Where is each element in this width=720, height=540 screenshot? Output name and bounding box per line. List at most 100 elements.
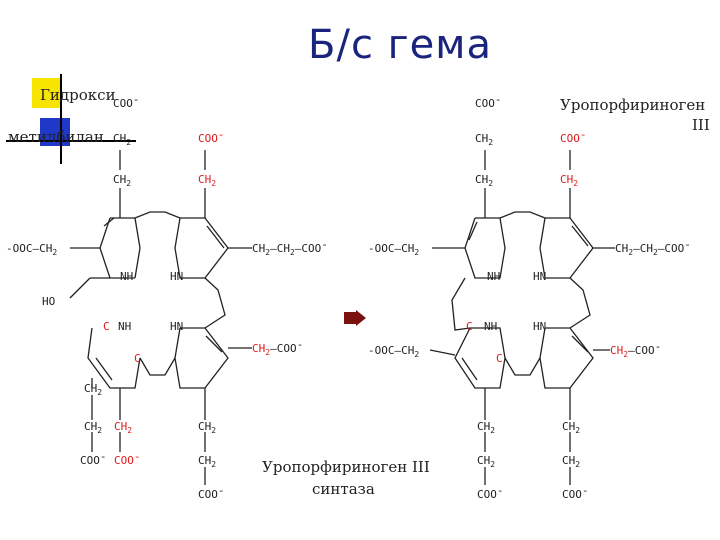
carbon-red: C: [134, 352, 141, 365]
chem-label: COO: [475, 97, 495, 110]
chem-label: 2: [488, 179, 493, 188]
chem-label: CH: [477, 420, 490, 433]
chem-label: CH: [252, 342, 265, 355]
decor-yellow-square: [32, 78, 62, 108]
decor-vertical-line: [60, 74, 62, 164]
chem-label: -: [133, 93, 140, 106]
reaction-arrow: [344, 310, 366, 326]
chem-label: 2: [211, 460, 216, 469]
chem-label: –: [628, 344, 635, 357]
chem-label: CH: [84, 382, 97, 395]
chem-label: CH2: [562, 454, 580, 469]
chem-label: 2: [653, 248, 658, 257]
chem-label: -: [218, 484, 225, 497]
coo-label: COO: [113, 97, 133, 110]
chem-label: CH2: [113, 132, 131, 147]
chem-label: COO: [664, 242, 684, 255]
chem-label: CH2: [560, 173, 578, 188]
chem-label: COO: [80, 454, 100, 467]
chem-label: 2: [414, 350, 419, 359]
chem-label: C: [496, 352, 503, 365]
chem-label: -: [368, 344, 375, 357]
chem-label: 2: [126, 138, 131, 147]
chem-label: CH2: [475, 173, 493, 188]
chem-label: CH2: [477, 420, 495, 435]
chem-label: 2: [97, 388, 102, 397]
chem-label: CH: [640, 242, 653, 255]
decor-horizontal-line: [6, 140, 136, 142]
chem-label: -: [580, 128, 587, 141]
chem-label: 2: [127, 426, 132, 435]
chem-label: COO-: [475, 93, 502, 110]
ho-label: HO: [42, 295, 55, 308]
chem-label: CH2: [198, 454, 216, 469]
chem-label: 2: [490, 460, 495, 469]
chem-label: CH2: [198, 173, 216, 188]
uroporphyrinogen-structure: [429, 150, 615, 485]
chem-label: 2: [575, 426, 580, 435]
right-label-line2: III: [692, 116, 710, 134]
chem-label: -: [100, 450, 107, 463]
chem-label: CH: [39, 242, 52, 255]
chem-label: CH: [277, 242, 290, 255]
chem-label: COO: [635, 344, 655, 357]
chem-label: CH: [477, 454, 490, 467]
chem-label: CH: [562, 454, 575, 467]
chem-label: CH2: [84, 382, 102, 397]
chem-label: -OOC–CH2: [368, 242, 419, 257]
right-label-line1: Уропорфириноген: [560, 96, 705, 114]
chem-label: OOC: [375, 242, 395, 255]
chem-label: 2: [211, 179, 216, 188]
chem-label: -: [218, 128, 225, 141]
chem-label: CH2–COO-: [252, 338, 303, 357]
chem-label: –: [295, 242, 302, 255]
chem-label: -: [134, 450, 141, 463]
chem-label: CH: [560, 173, 573, 186]
chem-label: CH: [475, 132, 488, 145]
chem-label: 2: [628, 248, 633, 257]
chem-label: 2: [575, 460, 580, 469]
ch2-label: CH: [113, 132, 126, 145]
chem-label: 2: [490, 426, 495, 435]
chem-label: -: [655, 340, 662, 353]
chem-label: CH2: [477, 454, 495, 469]
chem-label: -: [368, 242, 375, 255]
chem-label: COO: [477, 488, 497, 501]
chem-label: CH: [198, 420, 211, 433]
chem-label: COO: [301, 242, 321, 255]
chem-label: -: [495, 93, 502, 106]
chem-label: CH2: [84, 420, 102, 435]
chem-label: COO: [560, 132, 580, 145]
chem-label: C: [466, 320, 473, 333]
chem-label: -: [497, 484, 504, 497]
enzyme-label-line1: Уропорфириноген III: [262, 458, 430, 476]
chem-label: CH: [401, 242, 414, 255]
chem-label: –: [270, 242, 277, 255]
chem-label: 2: [211, 426, 216, 435]
chem-label: COO-: [560, 128, 587, 145]
chem-label: CH: [562, 420, 575, 433]
chem-label: 2: [126, 179, 131, 188]
chem-label: 2: [265, 348, 270, 357]
coo-label-red: COO: [198, 132, 218, 145]
chem-label: -: [321, 238, 328, 251]
chem-label: 2: [52, 248, 57, 257]
chem-label: CH2: [198, 420, 216, 435]
chem-label: COO-: [198, 128, 225, 145]
chem-label: –: [395, 242, 402, 255]
enzyme-label-line2: синтаза: [312, 480, 375, 498]
hn-label: HN: [170, 320, 183, 333]
chem-label: CH: [475, 173, 488, 186]
chem-label: COO-: [80, 450, 107, 467]
chem-label: CH: [615, 242, 628, 255]
nh-label: NH: [118, 320, 131, 333]
ooc-label: OOC: [13, 242, 33, 255]
chem-label: 2: [290, 248, 295, 257]
chem-label: CH: [610, 344, 623, 357]
chem-label: COO: [114, 454, 134, 467]
chem-label: COO-: [114, 450, 141, 467]
chem-label: COO-: [198, 484, 225, 501]
chem-label: -: [582, 484, 589, 497]
chem-label: NH: [484, 320, 497, 333]
chem-label: COO: [277, 342, 297, 355]
